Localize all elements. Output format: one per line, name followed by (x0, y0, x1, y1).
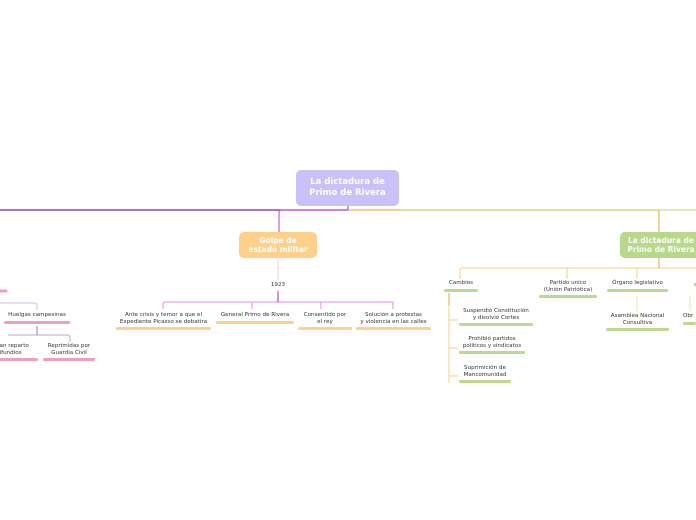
connector-central-right-yellow (348, 209, 660, 232)
left-reprimidas-guardia-civil[interactable]: Reprimidas por Guardia Civil (43, 343, 95, 361)
left-reparto-latifundios[interactable]: ban reparto difundios (0, 343, 38, 361)
central-topic-label: La dictadura de Primo de Rivera (309, 177, 386, 198)
dictadura-partial-right[interactable]: Obr (683, 313, 696, 325)
topic-golpe-de-estado[interactable]: Golpe de estado militar (239, 232, 317, 258)
dictadura-partido-unico[interactable]: Partido unico (Unión Patriótica) (539, 280, 597, 298)
cambios-item-partidos[interactable]: Prohibió partidos políticos y sindicatos (459, 336, 525, 354)
cambios-item-constitucion[interactable]: Suspendió Constitución y disolvió Cortes (459, 308, 533, 326)
golpe-item-expediente[interactable]: Ante crisis y temor a que el Expediente … (116, 312, 211, 330)
left-huelgas-campesinas[interactable]: Huelgas campesinas (4, 312, 70, 324)
topic-dictadura[interactable]: La dictadura de Primo de Rivera (620, 232, 696, 258)
golpe-item-rey[interactable]: Consentido por el rey (298, 312, 352, 330)
golpe-item-general[interactable]: General Primo de Rivera (216, 312, 294, 324)
golpe-year[interactable]: 1923 (270, 281, 286, 288)
dictadura-partial-right-tick (694, 283, 696, 286)
cambios-item-mancomunidad[interactable]: Suprimición de Mancomunidad (459, 365, 511, 383)
organo-asamblea-nacional[interactable]: Asamblea Nacional Consultiva (606, 313, 669, 331)
connector-central-golpe (278, 206, 349, 232)
connector-cambios-items (448, 295, 458, 383)
connector-dictadura-children (459, 258, 696, 279)
topic-dictadura-label: La dictadura de Primo de Rivera (627, 235, 695, 254)
topic-golpe-label: Golpe de estado militar (248, 235, 308, 254)
connector-huelgas-children (8, 326, 71, 342)
dictadura-cambios[interactable]: Cambios (444, 280, 478, 292)
golpe-item-protestas[interactable]: Solución a protestas y violencia en las … (356, 312, 431, 330)
connector-left-huelgas (0, 302, 38, 310)
central-topic[interactable]: La dictadura de Primo de Rivera (296, 170, 399, 206)
dictadura-organo-legislativo[interactable]: Órgano legislativo (607, 280, 668, 292)
